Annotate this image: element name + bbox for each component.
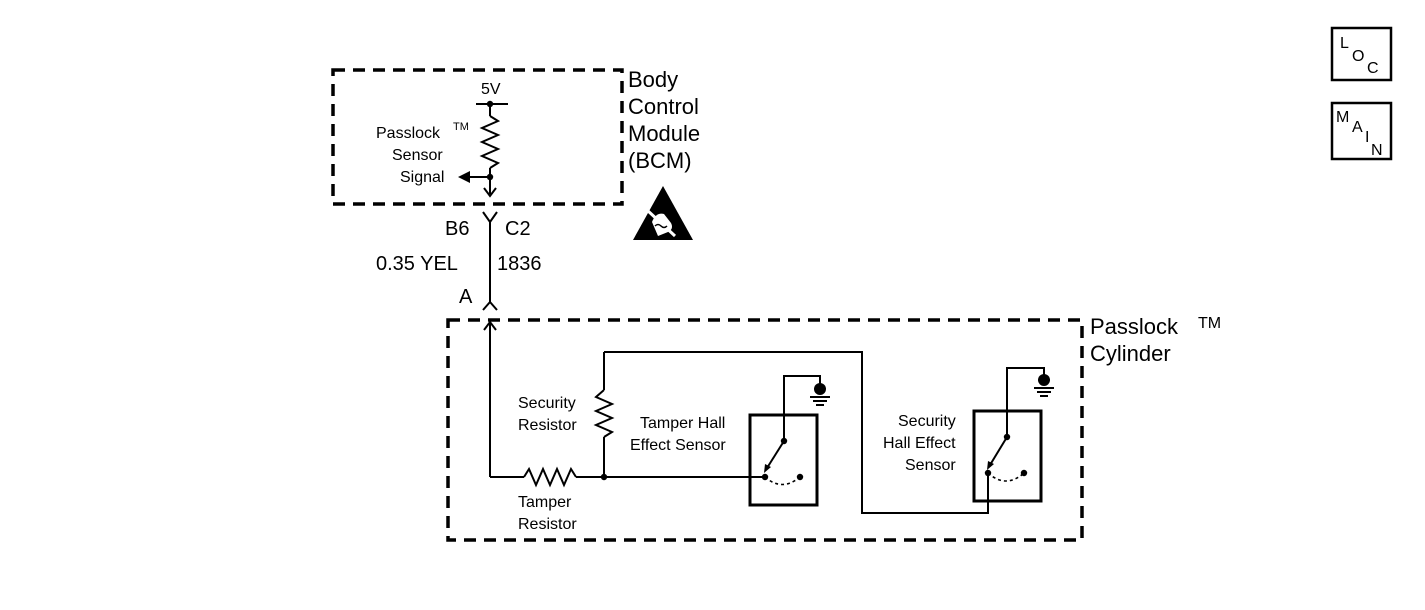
cylinder-dashed-box: [446, 318, 1084, 542]
tamper-resistor-label2: Resistor: [518, 516, 577, 533]
main-letter-m: M: [1336, 109, 1349, 126]
security-sensor-label3: Sensor: [905, 457, 956, 474]
cylinder-tm: TM: [1198, 315, 1221, 332]
passlock-tm: TM: [453, 121, 469, 133]
tamper-resistor-label1: Tamper: [518, 494, 572, 511]
connector-pin-c2: C2: [505, 218, 531, 240]
bcm-title-line4: (BCM): [628, 148, 692, 173]
security-switch-icon: [984, 433, 1028, 482]
circuit-number: 1836: [497, 253, 542, 275]
loc-letter-o: O: [1352, 48, 1364, 65]
tamper-sensor-label2: Effect Sensor: [630, 437, 726, 454]
bcm-dashed-box: [331, 68, 624, 206]
signal-arrow-icon: [458, 171, 470, 183]
tamper-resistor: [523, 466, 577, 488]
tamper-ground-wire: [783, 375, 821, 440]
loc-letter-l: L: [1340, 35, 1349, 52]
connector-top-symbol: [482, 211, 498, 224]
main-letter-n: N: [1371, 142, 1383, 159]
security-resistor-label2: Resistor: [518, 417, 577, 434]
main-letter-i: I: [1365, 129, 1369, 146]
loc-letter-c: C: [1367, 60, 1379, 77]
esd-sensitive-warning-icon: [633, 186, 693, 240]
cylinder-title-line2: Cylinder: [1090, 341, 1171, 366]
security-resistor: [593, 389, 615, 438]
main-button[interactable]: M A I N: [1330, 101, 1393, 161]
tamper-switch-icon: [761, 437, 804, 486]
sensor-label: Sensor: [392, 147, 443, 164]
bcm-title-line3: Module: [628, 121, 700, 146]
main-letter-a: A: [1352, 119, 1363, 136]
bcm-title-line2: Control: [628, 94, 699, 119]
tamper-sensor-label1: Tamper Hall: [640, 415, 725, 432]
wire-gauge-color: 0.35 YEL: [376, 253, 458, 275]
security-sensor-label2: Hall Effect: [883, 435, 956, 452]
bcm-title-line1: Body: [628, 67, 678, 92]
ground-icon: [810, 383, 830, 406]
loop-wire: [604, 351, 989, 514]
connector-bottom-symbol: [482, 300, 498, 311]
internal-arrowhead: [483, 187, 497, 198]
cylinder-title-line1: Passlock: [1090, 314, 1179, 339]
security-resistor-label1: Security: [518, 395, 576, 412]
ground-icon: [1034, 374, 1054, 397]
supply-voltage-label: 5V: [481, 81, 501, 98]
passlock-signal-name: Passlock: [376, 125, 441, 142]
connector-pin-a: A: [459, 286, 473, 308]
connector-pin-b6: B6: [445, 218, 469, 240]
loc-button[interactable]: L O C: [1330, 26, 1393, 82]
signal-label: Signal: [400, 169, 444, 186]
security-ground-wire: [1006, 367, 1045, 437]
security-sensor-label1: Security: [898, 413, 956, 430]
pullup-resistor: [479, 115, 501, 169]
